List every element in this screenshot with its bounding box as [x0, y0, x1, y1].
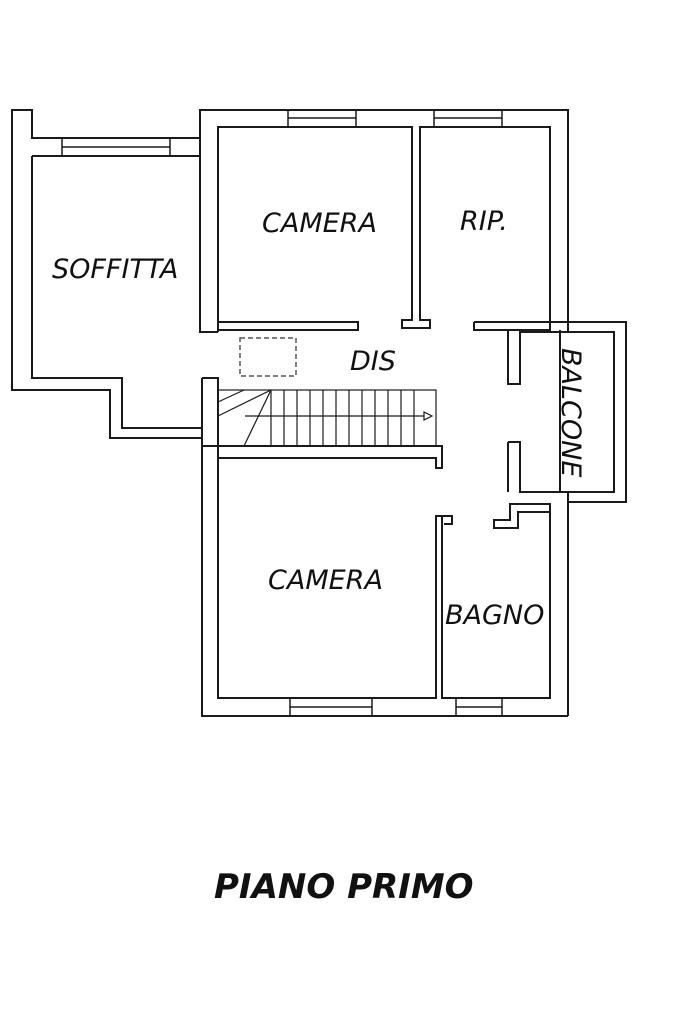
soffitta-window — [61, 137, 171, 157]
label-rip: RIP. — [460, 206, 508, 237]
rip-window — [433, 109, 503, 128]
label-camera-top: CAMERA — [262, 208, 377, 239]
soffitta-walls — [11, 109, 569, 439]
balcone-walls — [507, 321, 627, 716]
camera-bottom-window — [289, 697, 373, 717]
attic-hatch — [239, 337, 297, 377]
label-bagno: BAGNO — [445, 600, 544, 631]
rip-walls — [473, 321, 551, 331]
plan-title: PIANO PRIMO — [214, 867, 474, 907]
staircase — [217, 389, 437, 447]
label-soffitta: SOFFITTA — [52, 254, 178, 285]
camera-bottom-walls — [201, 377, 568, 717]
label-balcone: BALCONE — [555, 348, 586, 477]
camera-top-window — [287, 109, 357, 128]
label-camera-bottom: CAMERA — [268, 565, 383, 596]
label-dis: DIS — [350, 346, 396, 377]
bagno-window — [455, 697, 503, 717]
